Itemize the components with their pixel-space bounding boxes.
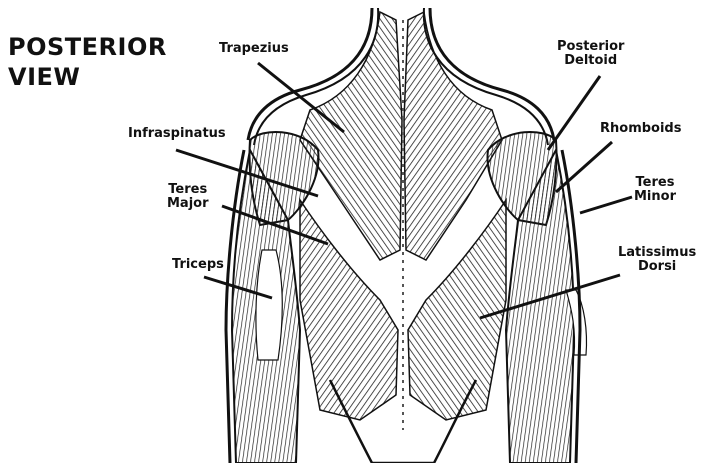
triceps-left-highlight bbox=[256, 250, 282, 360]
label-latissimus-dorsi-line1: Latissimus bbox=[618, 246, 696, 260]
label-infraspinatus: Infraspinatus bbox=[128, 127, 226, 141]
label-trapezius: Trapezius bbox=[219, 42, 289, 56]
label-posterior-deltoid-line2: Deltoid bbox=[557, 54, 624, 68]
label-teres-minor-line2: Minor bbox=[634, 190, 676, 204]
label-teres-minor-line1: Teres bbox=[634, 176, 676, 190]
label-latissimus-dorsi-line2: Dorsi bbox=[618, 260, 696, 274]
label-posterior-deltoid: Posterior Deltoid bbox=[557, 40, 624, 68]
label-teres-major: Teres Major bbox=[167, 183, 209, 211]
label-teres-minor: Teres Minor bbox=[634, 176, 676, 204]
label-rhomboids: Rhomboids bbox=[600, 122, 681, 136]
label-teres-major-line1: Teres bbox=[167, 183, 209, 197]
label-latissimus-dorsi: Latissimus Dorsi bbox=[618, 246, 696, 274]
title-line-2: VIEW bbox=[8, 62, 167, 92]
page-title: POSTERIOR VIEW bbox=[8, 32, 167, 92]
trapezius-right bbox=[404, 12, 502, 260]
title-line-1: POSTERIOR bbox=[8, 32, 167, 62]
label-triceps: Triceps bbox=[172, 258, 224, 272]
label-teres-major-line2: Major bbox=[167, 197, 209, 211]
label-posterior-deltoid-line1: Posterior bbox=[557, 40, 624, 54]
